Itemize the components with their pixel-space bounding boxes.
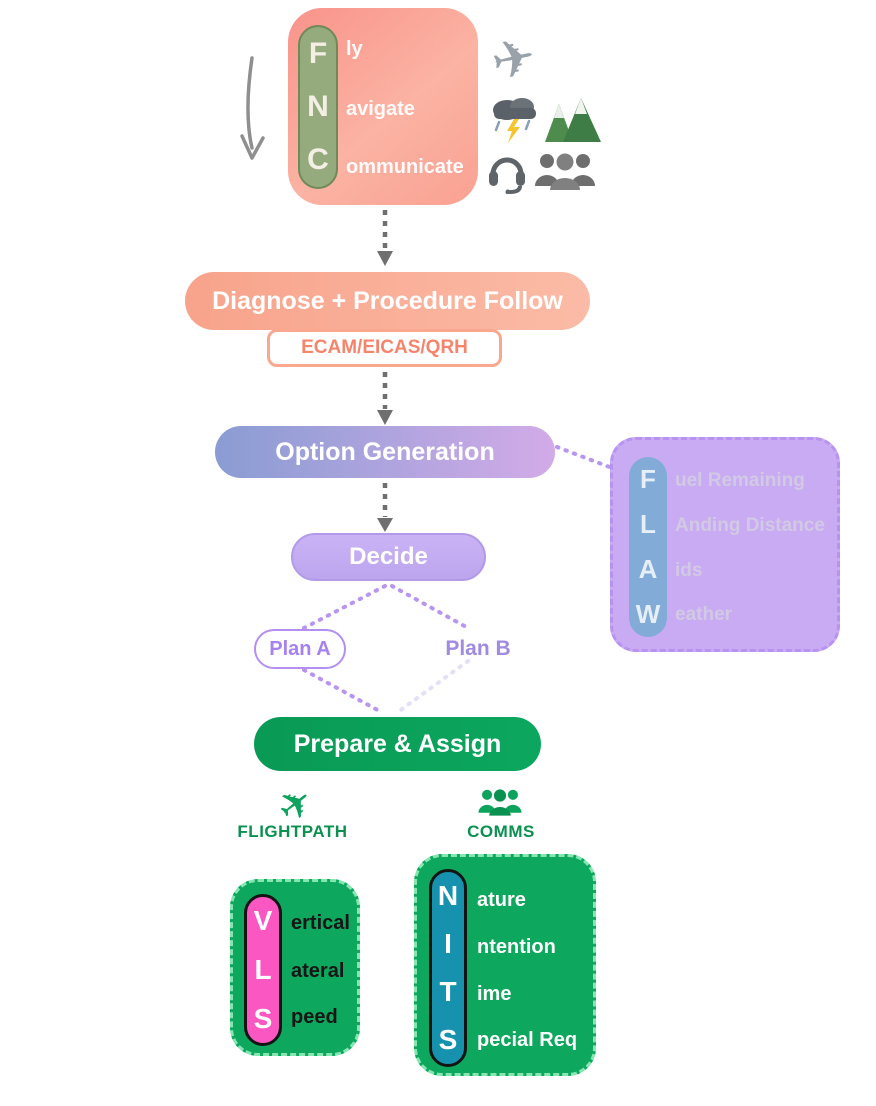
storm-cloud-icon — [493, 98, 536, 143]
decide-node: Decide — [291, 533, 486, 581]
headset-icon — [489, 157, 525, 194]
plan-b-node: Plan B — [436, 634, 520, 664]
fnc-letter: N — [307, 89, 329, 123]
fnc-letter: F — [308, 36, 328, 70]
flaw-acronym-pill: F L A W — [629, 457, 667, 637]
flaw-letter: L — [640, 509, 656, 539]
nits-word-intention: ntention — [477, 936, 556, 958]
prepare-assign-label: Prepare & Assign — [293, 729, 502, 758]
fnc-box: F N C ly avigate ommunicate — [288, 8, 478, 205]
comms-people-icon — [478, 789, 522, 816]
arrowhead-1 — [377, 251, 393, 266]
ecam-eicas-qrh-node: ECAM/EICAS/QRH — [267, 329, 502, 367]
vls-word-speed: peed — [291, 1006, 338, 1028]
diagnose-procedure-node: Diagnose + Procedure Follow — [185, 272, 590, 330]
fnc-word-fly: ly — [346, 38, 363, 60]
flaw-letter: A — [638, 554, 658, 584]
prepare-assign-node: Prepare & Assign — [254, 717, 541, 771]
nits-letter: S — [438, 1024, 458, 1055]
link-decide-to-plan-b — [390, 584, 470, 630]
mountains-icon — [545, 98, 601, 142]
hand-drawn-down-arrow — [246, 56, 254, 150]
vls-word-vertical: ertical — [291, 912, 350, 934]
nits-word-special-req: pecial Req — [477, 1029, 578, 1051]
fnc-letter: C — [307, 143, 329, 177]
link-plan-a-to-prepare — [302, 668, 385, 715]
link-option-to-flaw — [555, 445, 614, 470]
vls-letter: L — [254, 953, 272, 985]
nits-box: N I T S ature ntention ime pecial Req — [414, 854, 596, 1076]
vls-acronym-pill: V L S — [244, 894, 282, 1046]
vls-box: V L S ertical ateral peed — [230, 879, 360, 1056]
fnc-acronym-pill: F N C — [298, 25, 338, 189]
plan-b-label: Plan B — [445, 637, 511, 660]
arrowhead-2 — [377, 410, 393, 425]
vls-word-lateral: ateral — [291, 960, 345, 982]
hand-drawn-arrowhead — [240, 134, 265, 160]
fnc-word-communicate: ommunicate — [346, 156, 464, 178]
comms-label: COMMS — [467, 822, 535, 841]
people-icon — [535, 153, 595, 190]
vls-letter: V — [253, 905, 273, 937]
link-plan-b-to-prepare-faded — [396, 659, 470, 714]
option-generation-node: Option Generation — [215, 426, 555, 478]
decide-label: Decide — [349, 543, 428, 570]
link-decide-to-plan-a — [302, 584, 387, 630]
flaw-box: F L A W uel Remaining Anding Distance id… — [610, 437, 840, 652]
nits-letter: T — [439, 976, 457, 1007]
flaw-letter: W — [635, 599, 661, 629]
vls-letter: S — [253, 1002, 273, 1034]
nits-acronym-pill: N I T S — [429, 869, 467, 1067]
flaw-word-aids: ids — [675, 560, 703, 581]
nits-word-time: ime — [477, 983, 512, 1005]
plan-a-label: Plan A — [269, 637, 331, 660]
option-generation-label: Option Generation — [275, 437, 495, 466]
fnc-word-navigate: avigate — [346, 98, 415, 120]
flaw-word-landing: Anding Distance — [675, 515, 825, 536]
nits-letter: N — [437, 880, 459, 911]
ecam-label: ECAM/EICAS/QRH — [301, 337, 468, 358]
flaw-word-weather: eather — [675, 604, 733, 625]
arrowhead-3 — [377, 518, 393, 532]
diagnose-label: Diagnose + Procedure Follow — [212, 286, 563, 315]
nits-letter: I — [444, 928, 452, 959]
plan-a-node: Plan A — [254, 629, 346, 669]
airplane-icon: ✈ — [486, 27, 542, 93]
flaw-word-fuel: uel Remaining — [675, 470, 805, 491]
flaw-letter: F — [640, 464, 656, 494]
flightpath-label: FLIGHTPATH — [237, 822, 348, 841]
nits-word-nature: ature — [477, 889, 526, 911]
